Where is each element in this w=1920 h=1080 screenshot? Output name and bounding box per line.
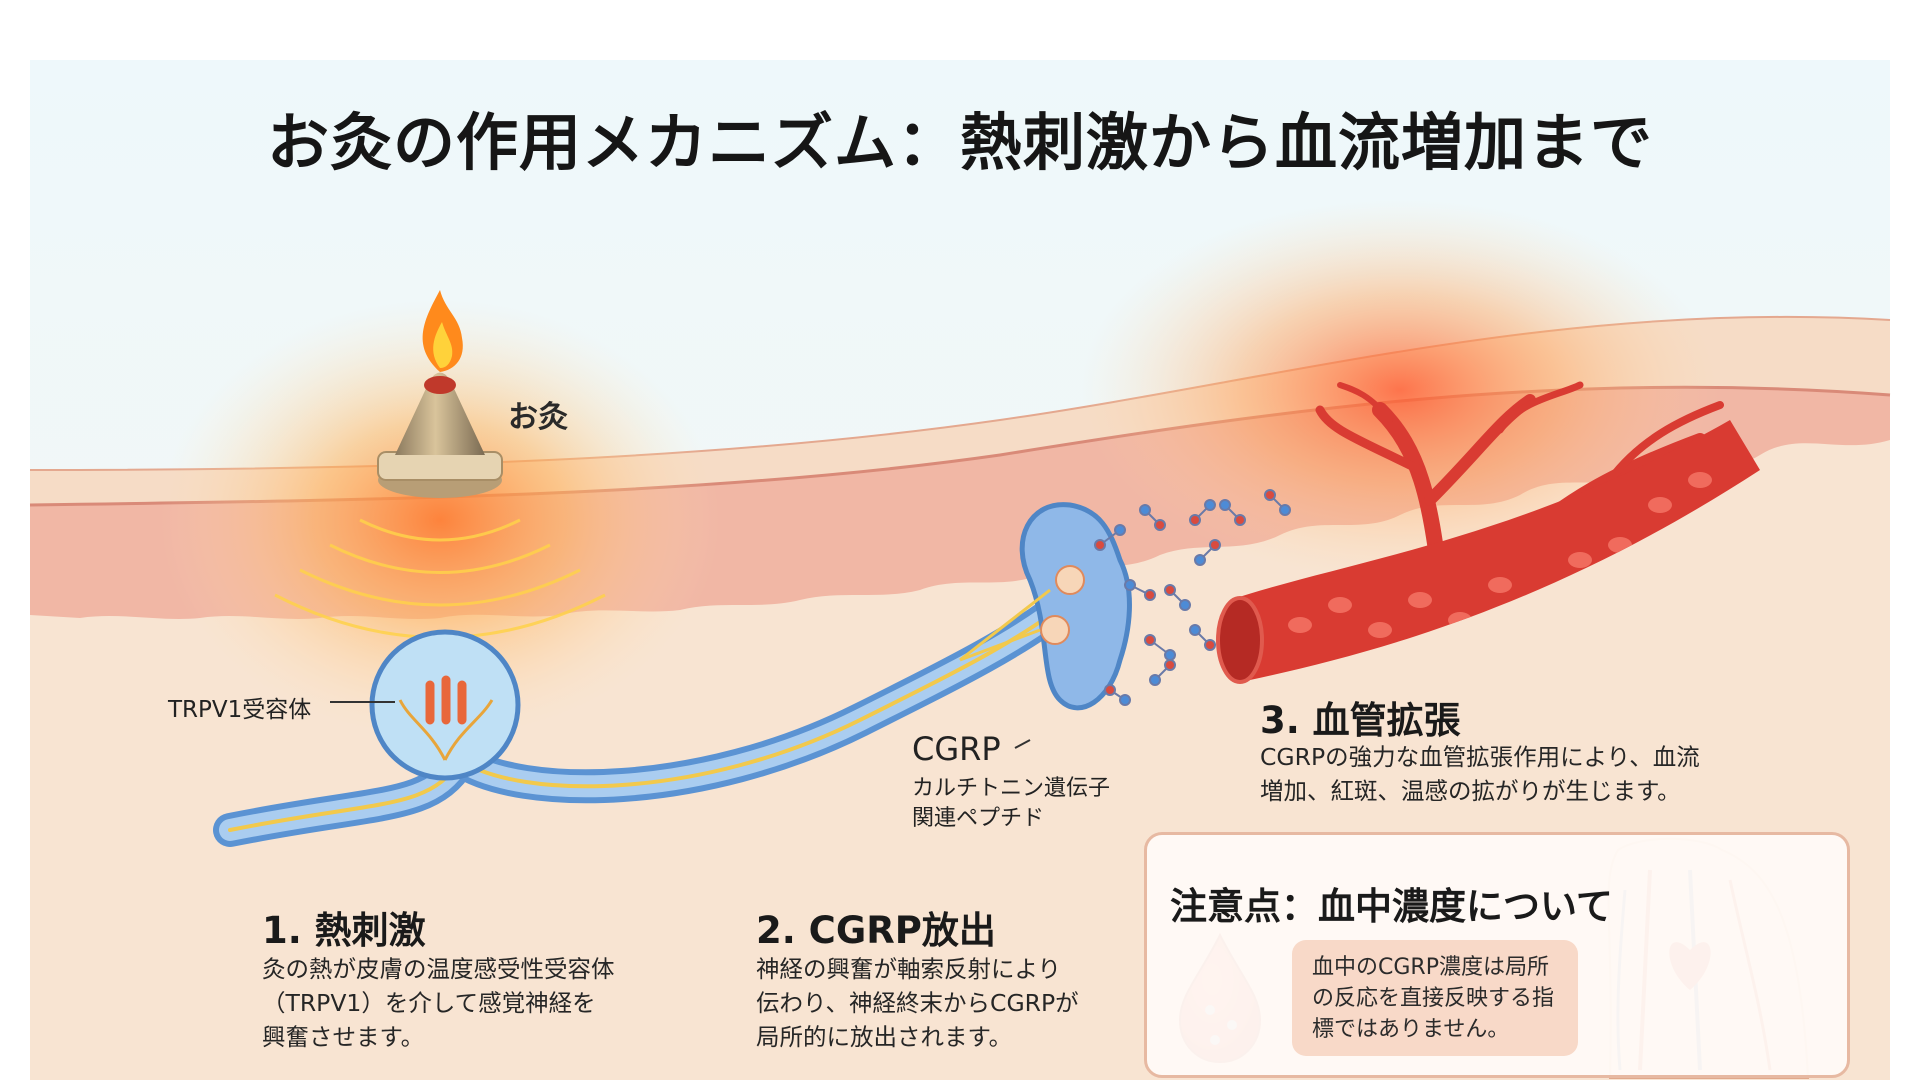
- description-line: 局所的に放出されます。: [756, 1023, 1013, 1051]
- cgrp-fullname-line: カルチトニン遺伝子: [912, 776, 1111, 801]
- step-2-description: 神経の興奮が軸索反射により 伝わり、神経終末からCGRPが 局所的に放出されます…: [756, 952, 1116, 1054]
- nerve-terminal: [1019, 502, 1132, 711]
- caution-note-bubble: [1292, 940, 1578, 1056]
- description-line: 伝わり、神経終末からCGRPが: [756, 989, 1079, 1017]
- step-3-title: 3. 血管拡張: [1260, 699, 1461, 742]
- caution-note-text: 血中のCGRP濃度は局所 の反応を直接反映する指 標ではありません。: [1312, 952, 1572, 1045]
- trpv1-label: TRPV1受容体: [168, 697, 312, 723]
- heat-glow-right: [1080, 200, 1720, 580]
- moxa-cone: [377, 290, 503, 498]
- step-1-description: 灸の熱が皮膚の温度感受性受容体 （TRPV1）を介して感覚神経を 興奮させます。: [262, 952, 642, 1054]
- diagram-title: お灸の作用メカニズム：熱刺激から血流増加まで: [266, 106, 1653, 179]
- caution-title: 注意点：血中濃度について: [1170, 885, 1613, 928]
- note-line: 標ではありません。: [1312, 1017, 1510, 1042]
- step-1-title: 1. 熱刺激: [262, 909, 426, 952]
- heat-glow-left: [160, 300, 720, 740]
- description-line: CGRPの強力な血管拡張作用により、血流: [1260, 743, 1700, 771]
- step-3-description: CGRPの強力な血管拡張作用により、血流 増加、紅斑、温感の拡がりが生じます。: [1260, 740, 1740, 808]
- description-line: 神経の興奮が軸索反射により: [756, 955, 1062, 983]
- step-2-title: 2. CGRP放出: [756, 909, 996, 952]
- cgrp-leader-line: [1014, 739, 1031, 749]
- description-line: 興奮させます。: [262, 1023, 425, 1051]
- cgrp-label: CGRP: [912, 730, 1001, 768]
- cgrp-fullname-line: 関連ペプチド: [912, 806, 1045, 831]
- description-line: 増加、紅斑、温感の拡がりが生じます。: [1260, 777, 1681, 805]
- cgrp-fullname: カルチトニン遺伝子 関連ペプチド: [912, 774, 1110, 834]
- moxa-label: お灸: [508, 400, 568, 435]
- note-line: 血中のCGRP濃度は局所: [1312, 955, 1549, 980]
- description-line: （TRPV1）を介して感覚神経を: [262, 989, 596, 1017]
- cgrp-molecules: [1094, 489, 1291, 706]
- sensory-nerve: [213, 502, 1132, 847]
- note-line: の反応を直接反映する指: [1312, 986, 1555, 1011]
- description-line: 灸の熱が皮膚の温度感受性受容体: [262, 955, 615, 983]
